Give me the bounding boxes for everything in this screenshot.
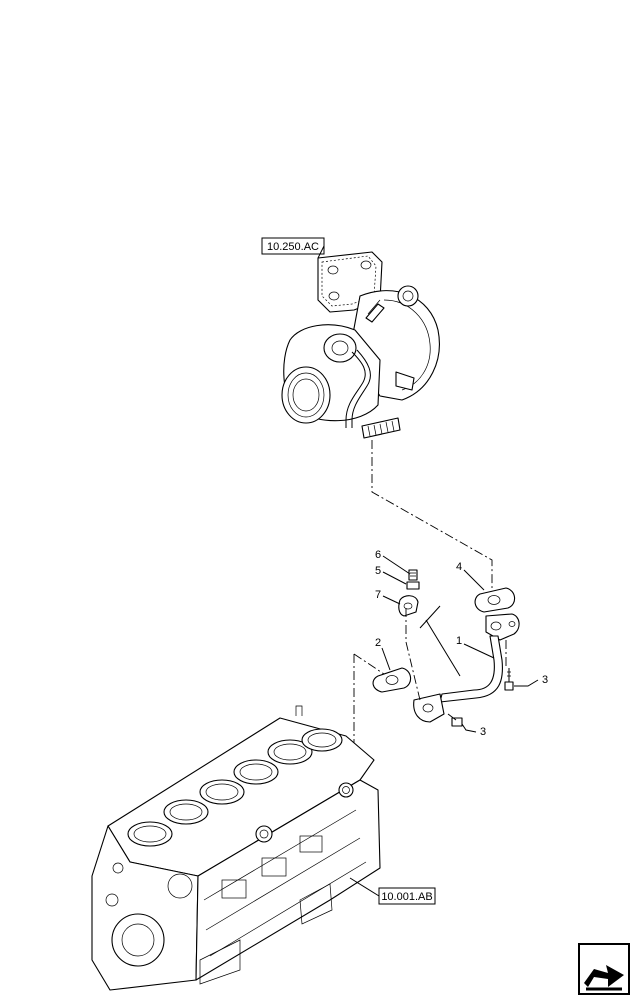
callout-4: 4 bbox=[456, 561, 485, 591]
bolt-right bbox=[504, 668, 514, 691]
callout-1: 1 bbox=[456, 635, 495, 659]
engine-block bbox=[91, 705, 381, 991]
callout-6-number: 6 bbox=[375, 549, 381, 561]
gasket-lower bbox=[372, 667, 412, 693]
callout-3-lower: 3 bbox=[461, 723, 486, 738]
callout-3-lower-number: 3 bbox=[480, 726, 486, 738]
bolt-lower bbox=[447, 713, 463, 727]
gasket-upper bbox=[474, 587, 516, 613]
pipe-clamp bbox=[398, 595, 419, 617]
callout-7: 7 bbox=[375, 589, 401, 605]
callout-3-right-number: 3 bbox=[542, 674, 548, 686]
callout-6: 6 bbox=[375, 549, 411, 575]
callout-3-right: 3 bbox=[514, 674, 548, 687]
next-page-arrow-icon[interactable] bbox=[578, 943, 630, 995]
callout-2: 2 bbox=[375, 637, 391, 671]
turbocharger-assembly bbox=[281, 251, 440, 439]
callout-5-number: 5 bbox=[375, 565, 381, 577]
block-reference-text: 10.001.AB bbox=[381, 891, 432, 903]
oil-return-pipe bbox=[413, 613, 520, 723]
callout-1-number: 1 bbox=[456, 635, 462, 647]
callout-4-number: 4 bbox=[456, 561, 462, 573]
block-reference-tag[interactable]: 10.001.AB bbox=[378, 887, 436, 905]
callout-2-number: 2 bbox=[375, 637, 381, 649]
turbo-reference-tag[interactable]: 10.250.AC bbox=[261, 237, 325, 255]
screw-and-washer bbox=[406, 569, 420, 590]
callout-5: 5 bbox=[375, 565, 407, 585]
callout-7-number: 7 bbox=[375, 589, 381, 601]
turbo-reference-text: 10.250.AC bbox=[267, 241, 319, 253]
